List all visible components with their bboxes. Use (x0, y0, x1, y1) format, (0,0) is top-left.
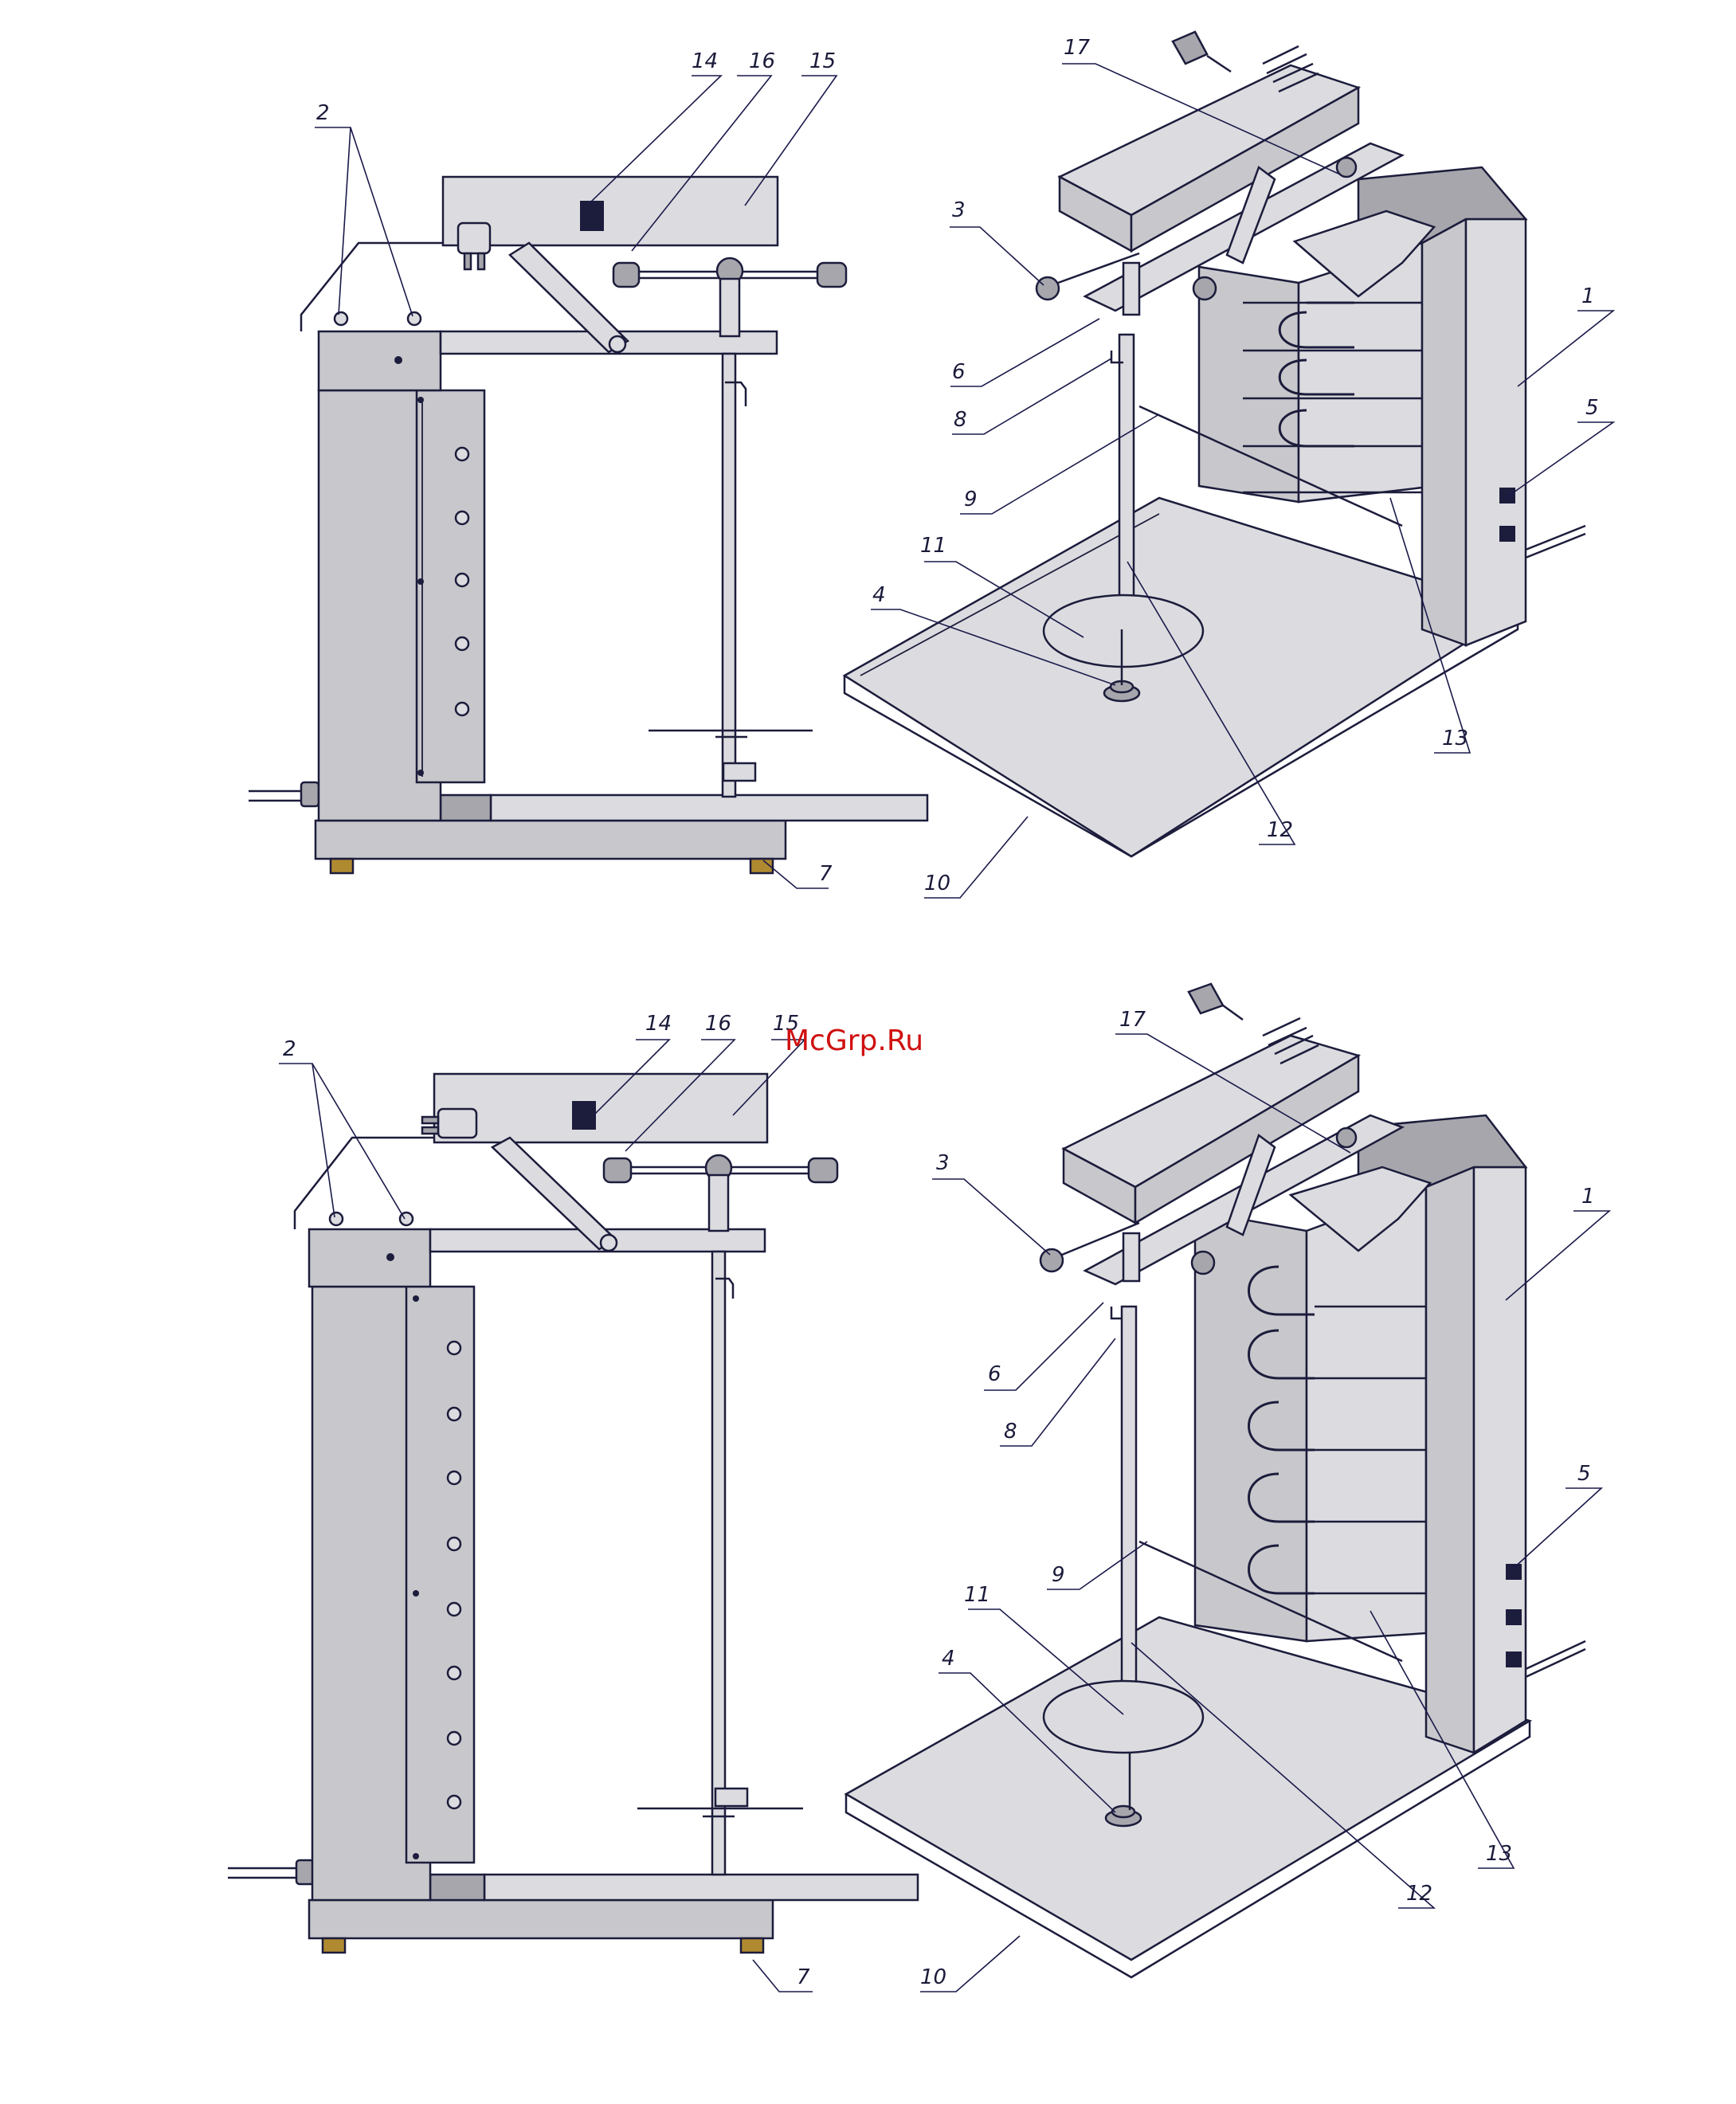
side-view-top (249, 177, 927, 873)
label-5: 5 (1585, 396, 1599, 420)
iso-view-bottom (846, 984, 1585, 1977)
label-9: 9 (1052, 1563, 1065, 1587)
label-13: 13 (1442, 727, 1468, 750)
label-1: 1 (1581, 1185, 1595, 1209)
label-11: 11 (964, 1583, 990, 1607)
label-8: 8 (954, 408, 967, 432)
label-11: 11 (920, 534, 946, 558)
label-10: 10 (924, 872, 950, 895)
label-1: 1 (1581, 284, 1595, 308)
label-6: 6 (952, 360, 966, 384)
label-10: 10 (920, 1965, 946, 1989)
label-7: 7 (797, 1965, 810, 1989)
label-14: 14 (645, 1012, 672, 1036)
label-13: 13 (1486, 1842, 1512, 1866)
label-4: 4 (872, 583, 886, 607)
label-15: 15 (809, 49, 836, 73)
label-5: 5 (1577, 1462, 1591, 1486)
label-12: 12 (1267, 818, 1293, 842)
label-14: 14 (692, 49, 718, 73)
label-17: 17 (1119, 1008, 1146, 1032)
label-17: 17 (1064, 36, 1091, 60)
label-4: 4 (942, 1647, 955, 1671)
label-8: 8 (1004, 1420, 1017, 1444)
label-7: 7 (819, 862, 833, 886)
label-16: 16 (705, 1012, 731, 1036)
label-6: 6 (988, 1362, 1001, 1386)
label-2: 2 (316, 101, 330, 125)
watermark: McGrp.Ru (785, 1025, 923, 1057)
iso-view-top (844, 32, 1585, 856)
label-16: 16 (749, 49, 775, 73)
label-9: 9 (964, 488, 978, 511)
label-12: 12 (1406, 1882, 1432, 1906)
label-3: 3 (952, 198, 966, 222)
label-2: 2 (283, 1037, 296, 1061)
label-3: 3 (936, 1151, 950, 1175)
side-view-bottom (228, 1074, 918, 1953)
